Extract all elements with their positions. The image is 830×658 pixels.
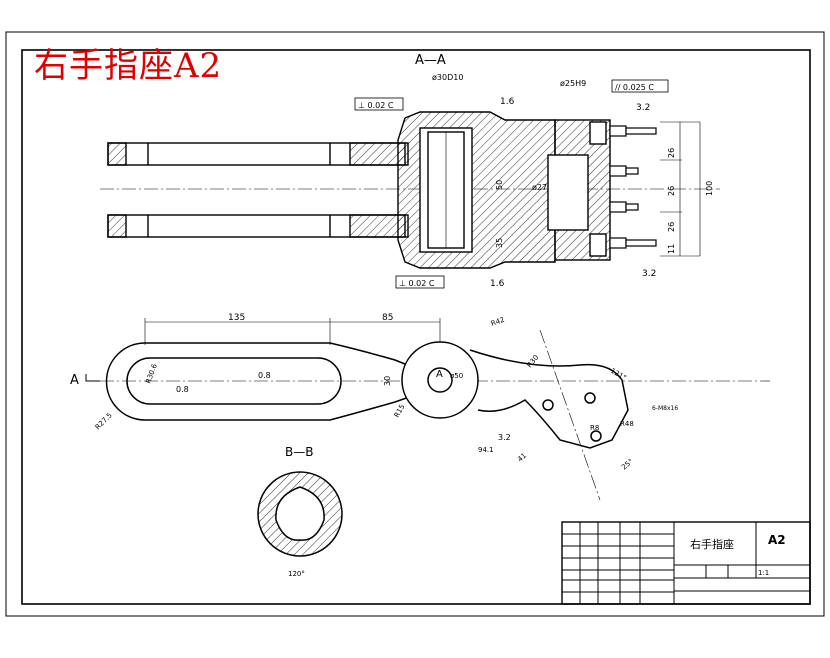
title-block-sheet-size: A2 [768, 533, 786, 547]
inner-border [21, 49, 811, 605]
svg-text:⊥ 0.02 C: ⊥ 0.02 C [399, 279, 435, 288]
view-arrow-a-left: A [70, 373, 79, 388]
dim-121: 121° [609, 367, 628, 382]
tol-perp-top: ⊥ 0.02 C [354, 97, 404, 111]
dim-r15: R15 [393, 403, 407, 419]
plan-link-body [105, 342, 416, 421]
rough-right: 3.2 [636, 103, 650, 113]
dim-30d10: ø30D10 [432, 73, 463, 82]
dim-25h9: ø25H9 [560, 79, 586, 88]
dim-26b: 26 [667, 186, 676, 196]
pins [609, 125, 657, 249]
title-block-scale: 1:1 [758, 569, 769, 577]
drawing-title: 右手指座A2 [34, 46, 223, 86]
dim-11: 11 [667, 244, 676, 254]
section-aa-label: A—A [415, 53, 446, 68]
rough-08-a: 0.8 [176, 385, 189, 394]
thread-label: 6-M8x16 [652, 405, 678, 412]
section-bb [257, 471, 343, 557]
dim-r30: R30 [525, 354, 540, 370]
body-section [397, 111, 611, 269]
rough-08-b: 0.8 [258, 371, 271, 380]
dim-r27-5: R27.5 [94, 411, 114, 431]
dim-r8: R8 [590, 424, 599, 432]
title-block-part-name: 右手指座 [690, 537, 734, 551]
dim-100: 100 [705, 181, 714, 196]
outer-border [5, 31, 825, 617]
rough-bottom-right: 3.2 [642, 269, 656, 279]
dim-27: ø27 [532, 183, 547, 192]
dim-r30-6: R30.6 [144, 362, 159, 384]
title-block [561, 521, 811, 605]
dim-r48: R48 [620, 420, 634, 428]
view-arrow-a-center: A [436, 369, 443, 380]
view-arrow-a-left-marker [85, 374, 100, 382]
dim-50-dia: ø50 [450, 372, 463, 380]
dim-25deg: 25° [620, 457, 635, 471]
dim-35: 35 [495, 238, 504, 248]
plan-dims-horizontal [144, 318, 441, 360]
fork-arms [107, 142, 409, 238]
svg-text:// 0.025 C: // 0.025 C [615, 83, 654, 92]
dim-26c: 26 [667, 222, 676, 232]
svg-text:⊥ 0.02 C: ⊥ 0.02 C [358, 101, 394, 110]
plan-finger-arm [469, 349, 629, 449]
section-bb-label: B—B [285, 445, 313, 459]
dim-50: 50 [495, 180, 504, 190]
finger-centerline [539, 329, 601, 501]
dim-85: 85 [382, 313, 393, 323]
tol-parallel: // 0.025 C [611, 79, 669, 93]
tol-perp-bottom: ⊥ 0.02 C [395, 275, 445, 289]
rough-bottom: 1.6 [490, 279, 505, 289]
rough-top: 1.6 [500, 97, 515, 107]
dim-41: 41 [516, 452, 528, 464]
plan-hub [401, 341, 479, 419]
dim-135: 135 [228, 313, 245, 323]
rough-32-mid: 3.2 [498, 433, 511, 442]
vertical-dims [660, 121, 701, 257]
dim-94: 94.1 [478, 446, 494, 454]
dim-30: 30 [383, 376, 392, 386]
dim-26a: 26 [667, 148, 676, 158]
dim-120deg: 120° [288, 570, 305, 578]
dim-r42: R42 [490, 316, 506, 328]
